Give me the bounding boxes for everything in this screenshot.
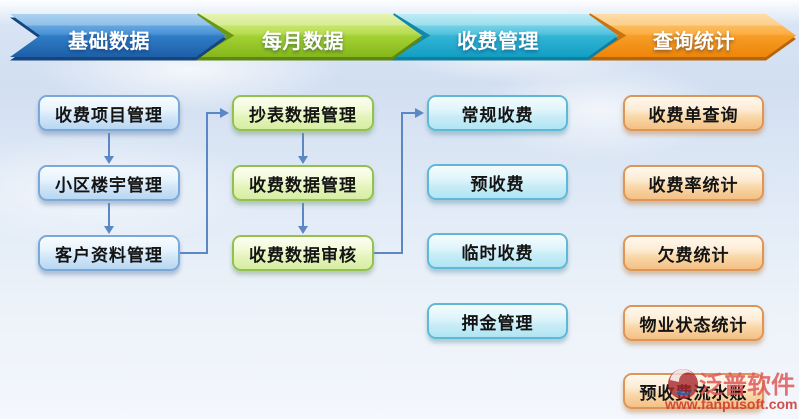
banner-monthly-data: 每月数据: [262, 31, 344, 53]
banner-fee-management: 收费管理: [457, 31, 539, 53]
button-arrears-statistics[interactable]: 欠费统计: [623, 235, 764, 271]
button-community-building-management[interactable]: 小区楼宇管理: [38, 165, 180, 201]
button-prepaid-fees[interactable]: 预收费: [427, 164, 568, 200]
button-fee-data-audit[interactable]: 收费数据审核: [232, 235, 374, 271]
button-meter-reading-data-management[interactable]: 抄表数据管理: [232, 95, 374, 131]
button-fee-bill-query[interactable]: 收费单查询: [623, 95, 764, 131]
button-deposit-management[interactable]: 押金管理: [427, 303, 568, 339]
button-fee-rate-statistics[interactable]: 收费率统计: [623, 165, 764, 201]
brand-url[interactable]: www.fanpusoft.com: [665, 396, 798, 412]
banner-basic-data: 基础数据: [68, 31, 150, 53]
button-fee-data-management[interactable]: 收费数据管理: [232, 165, 374, 201]
button-fee-item-management[interactable]: 收费项目管理: [38, 95, 180, 131]
button-regular-fees[interactable]: 常规收费: [427, 95, 568, 131]
button-temporary-fees[interactable]: 临时收费: [427, 233, 568, 269]
brand-name: 泛普软件: [699, 371, 795, 399]
button-customer-info-management[interactable]: 客户资料管理: [38, 235, 180, 271]
button-property-status-statistics[interactable]: 物业状态统计: [623, 305, 764, 341]
banner-query-statistics: 查询统计: [653, 31, 735, 53]
